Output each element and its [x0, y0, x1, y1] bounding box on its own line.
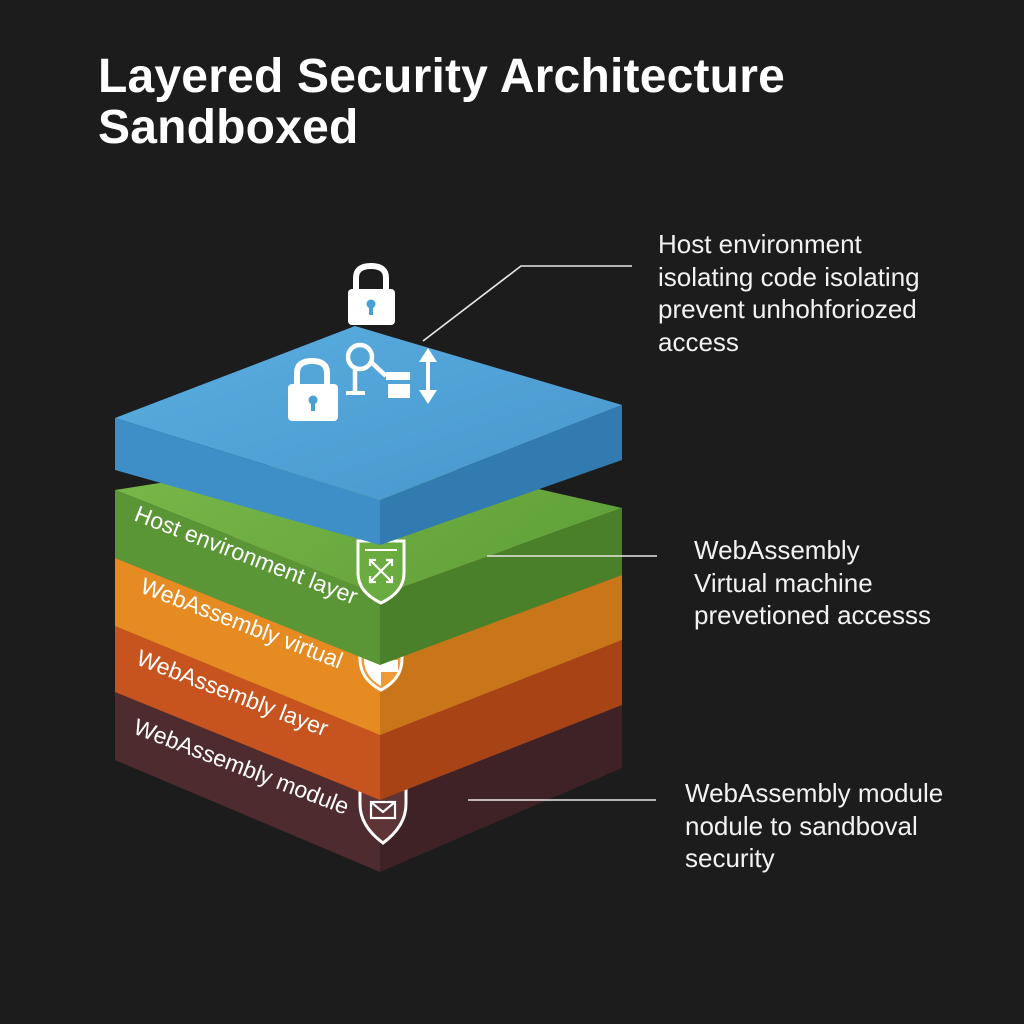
- callout-webassembly-virtual-machine: WebAssembly Virtual machine prevetioned …: [694, 534, 931, 632]
- layer-host-environment-left-side: [115, 490, 380, 665]
- callout-line: Host environment: [658, 229, 862, 259]
- callout-line: security: [685, 843, 775, 873]
- layer-webassembly-layer-left-side: [115, 626, 380, 800]
- page-title: Layered Security Architecture Sandboxed: [98, 50, 785, 154]
- layer-top-surface: [115, 326, 622, 500]
- layer-host-environment-right-side: [380, 508, 622, 665]
- callout-line: isolating code isolating: [658, 261, 920, 292]
- layer-top-left-side: [115, 418, 380, 545]
- arrows-vertical-icon: [419, 348, 437, 404]
- shield-expand-icon: [356, 539, 406, 605]
- callout-webassembly-module: WebAssembly module nodule to sandboval s…: [685, 777, 943, 875]
- layer-top-right-side: [380, 405, 622, 545]
- padlock-icon: [348, 262, 395, 325]
- title-line-1: Layered Security Architecture: [98, 50, 785, 103]
- title-line-2: Sandboxed: [98, 100, 359, 154]
- layer-webassembly-module-right-side: [380, 705, 622, 872]
- callout-line: prevetioned accesss: [694, 600, 932, 630]
- leader-line-host-environment: [422, 265, 632, 342]
- callout-line: access: [658, 326, 739, 357]
- callout-host-environment: Host environment isolating code isolatin…: [658, 228, 920, 358]
- callout-line: WebAssembly: [694, 535, 860, 565]
- layer-webassembly-layer-right-side: [380, 640, 622, 800]
- layer-top: [115, 262, 622, 545]
- callout-line: WebAssembly module: [685, 778, 944, 808]
- callout-line: Virtual machine: [694, 567, 873, 598]
- callout-line: nodule to sandboval: [685, 810, 918, 841]
- padlock-icon: [288, 357, 338, 421]
- callout-line: prevent unhohforiozed: [658, 294, 917, 324]
- layer-webassembly-virtual-left-side: [115, 558, 380, 735]
- layer-webassembly-module-left-side: [115, 692, 380, 872]
- key-icon: [345, 342, 410, 398]
- layer-webassembly-virtual-right-side: [380, 575, 622, 735]
